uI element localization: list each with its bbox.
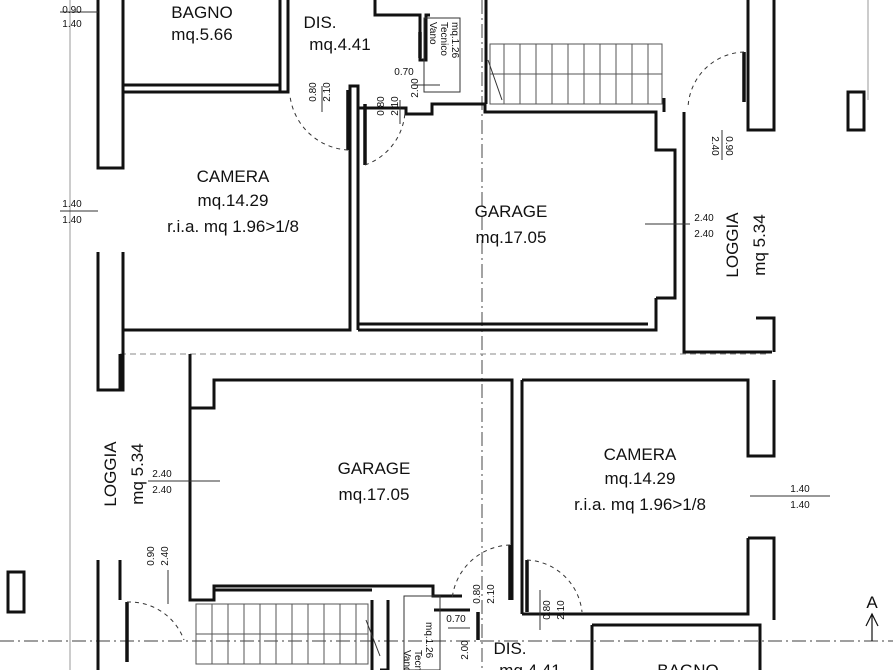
dim-door-dis-top-b-h: 2.10: [390, 96, 401, 116]
dim-door-vano-top-h: 2.00: [410, 78, 421, 98]
room-loggia-right-area: mq 5.34: [750, 214, 769, 275]
dim-door-loggia-left-w: 0.90: [146, 546, 157, 566]
room-garage-bottom-area: mq.17.05: [339, 485, 410, 504]
dim-door-dis-top-a-w: 0.80: [308, 82, 319, 102]
room-camera-bottom-area: mq.14.29: [605, 469, 676, 488]
vano-top-line3: mq.1.26: [449, 22, 460, 59]
room-bagno-top-name: BAGNO: [171, 3, 232, 22]
dim-window-top-left-h: 1.40: [62, 19, 82, 30]
dim-door-loggia-right: 0.90 2.40: [709, 136, 734, 156]
dim-door-dis-bottom-a-h: 2.10: [486, 584, 497, 604]
dim-opening-garage-top-h: 2.40: [694, 229, 714, 240]
dim-door-dis-top-b-w: 0.80: [376, 96, 387, 116]
dim-door-vano-bottom-h: 2.00: [460, 640, 471, 660]
dim-opening-garage-top-w: 2.40: [694, 213, 714, 224]
vano-bottom-line1: Vano: [401, 650, 412, 670]
doors: [125, 32, 746, 662]
dim-window-camera-top-w: 1.40: [62, 199, 82, 210]
dim-door-vano-top-w: 0.70: [394, 67, 414, 78]
room-loggia-left-name: LOGGIA: [101, 441, 120, 507]
room-bagno-top-area: mq.5.66: [171, 25, 232, 44]
dim-door-dis-bottom-b-w: 0.80: [542, 600, 553, 620]
room-camera-bottom-ria: r.i.a. mq 1.96>1/8: [574, 495, 706, 514]
stair-top: [489, 43, 663, 105]
loggia-left-label: LOGGIA mq 5.34: [101, 441, 147, 507]
dim-window-camera-top-h: 1.40: [62, 215, 82, 226]
dim-door-vano-bottom-w: 0.70: [446, 614, 466, 625]
room-dis-bottom-area: mq.4.41: [499, 661, 560, 670]
vano-top-line1: Vano: [427, 22, 438, 45]
room-camera-top-area: mq.14.29: [198, 191, 269, 210]
room-bagno-bottom-name: BAGNO: [657, 661, 718, 670]
room-loggia-right-name: LOGGIA: [723, 212, 742, 278]
section-marker-a: A: [865, 593, 879, 641]
leader-lines: [60, 11, 830, 670]
dim-door-vano-bottom: 2.00: [460, 640, 471, 660]
room-camera-top-name: CAMERA: [197, 167, 270, 186]
dim-door-dis-bottom-b: 0.80 2.10: [542, 600, 567, 620]
vano-top-line2: Tecnico: [438, 22, 449, 56]
room-dis-top-name: DIS.: [303, 13, 336, 32]
dim-door-loggia-right-h: 2.40: [709, 136, 720, 156]
dim-door-loggia-left: 0.90 2.40: [146, 546, 171, 566]
dim-door-vano-top: 2.00: [410, 78, 421, 98]
dim-door-dis-bottom-a: 0.80 2.10: [472, 584, 497, 604]
room-garage-bottom-name: GARAGE: [338, 459, 411, 478]
dim-window-top-left-w: 0.90: [62, 5, 82, 16]
dim-door-dis-bottom-a-w: 0.80: [472, 584, 483, 604]
room-garage-top-name: GARAGE: [475, 202, 548, 221]
room-camera-top-ria: r.i.a. mq 1.96>1/8: [167, 217, 299, 236]
dim-window-camera-bottom-w: 1.40: [790, 484, 810, 495]
stair-bottom: [195, 603, 369, 665]
loggia-right-label: LOGGIA mq 5.34: [723, 212, 769, 278]
dim-door-dis-top-b: 0.80 2.10: [376, 96, 401, 116]
dim-door-dis-top-a-h: 2.10: [322, 82, 333, 102]
room-camera-bottom-name: CAMERA: [604, 445, 677, 464]
vano-bottom-line3: mq.1.26: [423, 622, 434, 659]
room-dis-bottom-name: DIS.: [493, 639, 526, 658]
room-dis-top-area: mq.4.41: [309, 35, 370, 54]
dim-opening-garage-bottom-w: 2.40: [152, 469, 172, 480]
vano-bottom-label: Vano Tecnico mq.1.26: [401, 622, 434, 670]
room-loggia-left-area: mq 5.34: [128, 443, 147, 504]
dim-door-dis-top-a: 0.80 2.10: [308, 82, 333, 102]
dim-window-camera-bottom-h: 1.40: [790, 500, 810, 511]
dim-door-loggia-left-h: 2.40: [160, 546, 171, 566]
dim-opening-garage-bottom-h: 2.40: [152, 485, 172, 496]
dim-door-dis-bottom-b-h: 2.10: [556, 600, 567, 620]
dim-door-loggia-right-w: 0.90: [723, 136, 734, 156]
vano-bottom-line2: Tecnico: [412, 650, 423, 670]
section-marker-letter: A: [866, 593, 878, 612]
room-garage-top-area: mq.17.05: [476, 228, 547, 247]
vano-top-label: Vano Tecnico mq.1.26: [427, 22, 460, 59]
